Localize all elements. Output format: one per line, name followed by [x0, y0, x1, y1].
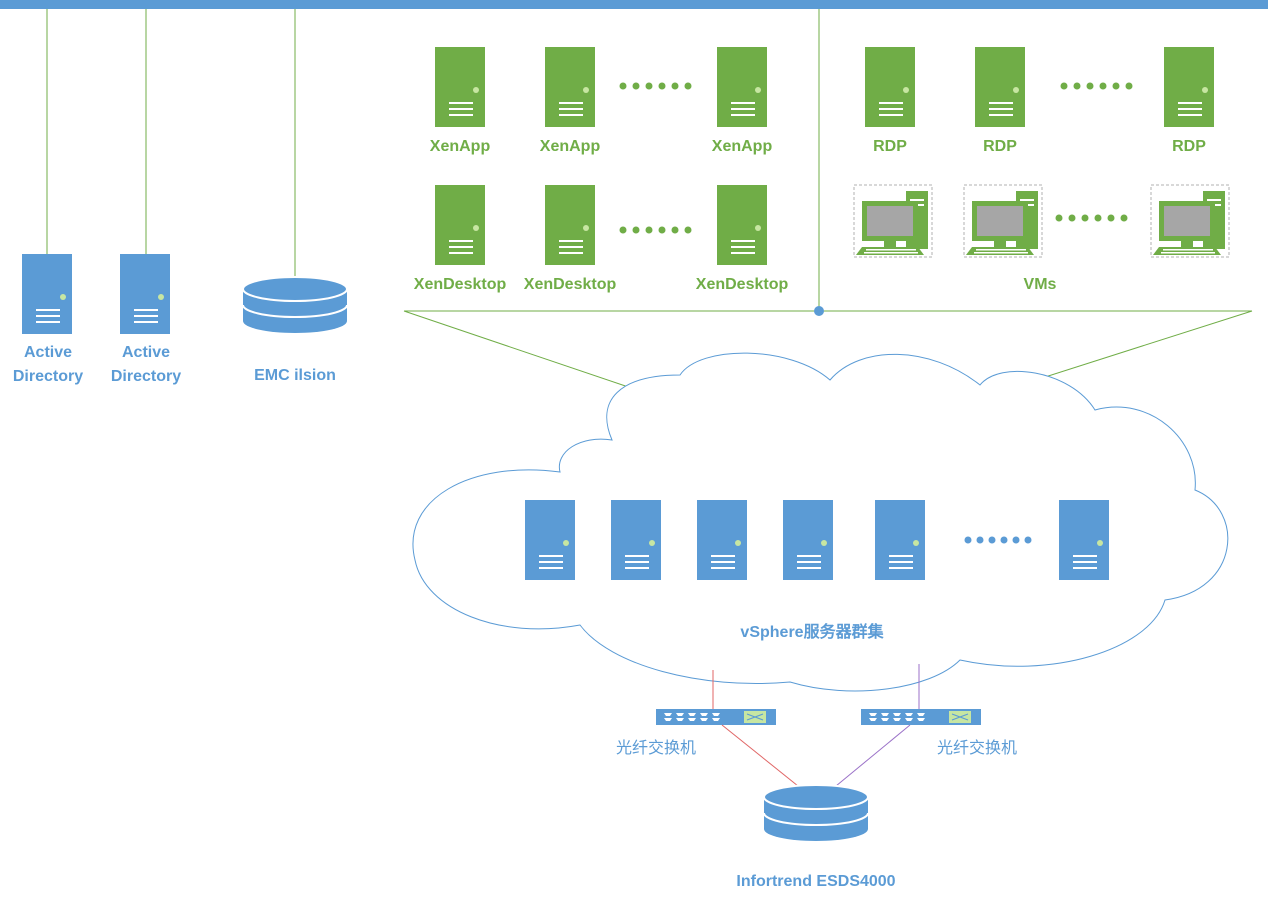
server-icon	[975, 47, 1025, 127]
server-icon	[1059, 500, 1109, 580]
desktop-pc-icon	[853, 184, 933, 258]
server-icon	[783, 500, 833, 580]
server-icon	[697, 500, 747, 580]
server-icon	[120, 254, 170, 334]
server-icon	[865, 47, 915, 127]
vms-label: VMs	[1024, 276, 1057, 293]
server-icon	[545, 185, 595, 265]
server-icon	[22, 254, 72, 334]
xendesktop-label-1: XenDesktop	[414, 276, 507, 293]
server-icon	[611, 500, 661, 580]
switch-icon	[860, 708, 982, 726]
switch-icon	[655, 708, 777, 726]
ellipsis-icon	[619, 226, 692, 234]
server-icon	[545, 47, 595, 127]
xenapp-label-3: XenApp	[712, 138, 773, 155]
switch1-label: 光纤交换机	[616, 738, 696, 757]
server-icon	[435, 47, 485, 127]
link-switch2-san	[835, 724, 911, 787]
desktop-pc-icon	[963, 184, 1043, 258]
xenapp-label-2: XenApp	[540, 138, 601, 155]
rdp-label-2: RDP	[983, 138, 1017, 155]
server-icon	[717, 185, 767, 265]
storage-label: EMC ilsion	[254, 367, 336, 384]
server-icon	[717, 47, 767, 127]
rdp-label-3: RDP	[1172, 138, 1206, 155]
ad1-label-line1: Active	[24, 344, 72, 361]
ad1-label-line2: Directory	[13, 368, 83, 385]
database-icon	[763, 784, 869, 842]
ad2-label-line1: Active	[122, 344, 170, 361]
ellipsis-icon	[1055, 214, 1128, 222]
rdp-label-1: RDP	[873, 138, 907, 155]
xendesktop-label-2: XenDesktop	[524, 276, 617, 293]
link-switch1-san	[721, 724, 799, 787]
switch2-label: 光纤交换机	[937, 738, 1017, 757]
server-icon	[875, 500, 925, 580]
ellipsis-icon	[1060, 82, 1133, 90]
xenapp-label-1: XenApp	[430, 138, 491, 155]
bus-junction-dot	[814, 306, 824, 316]
cluster-label: vSphere服务器群集	[740, 622, 884, 641]
desktop-pc-icon	[1150, 184, 1230, 258]
database-icon	[242, 276, 348, 334]
ellipsis-icon	[964, 536, 1032, 544]
san-label: Infortrend ESDS4000	[736, 873, 895, 890]
server-icon	[435, 185, 485, 265]
network-backbone-bar	[0, 0, 1268, 9]
ad2-label-line2: Directory	[111, 368, 181, 385]
bus-to-cloud-left	[403, 310, 653, 396]
server-icon	[1164, 47, 1214, 127]
server-icon	[525, 500, 575, 580]
ellipsis-icon	[619, 82, 692, 90]
xendesktop-label-3: XenDesktop	[696, 276, 789, 293]
